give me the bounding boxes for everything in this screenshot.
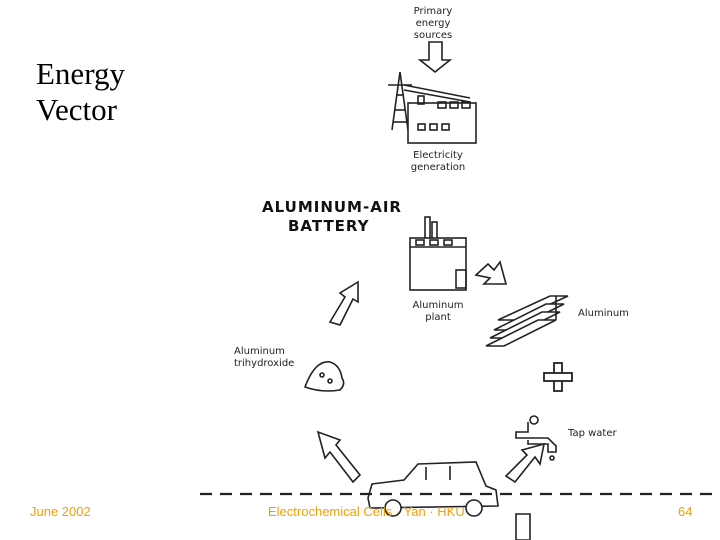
- curved-up-arrow-icon: [316, 430, 362, 484]
- trihydroxide-label: Aluminum trihydroxide: [234, 346, 295, 369]
- electricity-generation-label: Electricity generation: [410, 150, 466, 173]
- plus-icon: [543, 362, 573, 392]
- curved-down-arrow-icon: [504, 442, 546, 484]
- title-line-1: Energy: [36, 56, 125, 91]
- footer-center-text: Electrochemical Cells · Yan · HKU: [268, 504, 465, 519]
- footer-date: June 2002: [30, 504, 91, 519]
- curved-up-arrow-icon: [328, 280, 359, 326]
- primary-sources-label: Primary energy sources: [413, 6, 453, 41]
- slide-title: Energy Vector: [36, 56, 125, 128]
- arrow-stub-icon: [515, 513, 531, 540]
- title-line-2: Vector: [36, 92, 117, 127]
- aluminum-plant-label: Aluminum plant: [412, 300, 464, 323]
- battery-heading: ALUMINUM-AIR BATTERY: [262, 198, 402, 235]
- aluminum-plant-icon: [409, 216, 467, 291]
- tap-water-label: Tap water: [568, 428, 617, 439]
- power-plant-icon: [388, 71, 477, 144]
- car-icon: [367, 461, 499, 517]
- trihydroxide-pile-icon: [303, 361, 345, 392]
- down-arrow-icon: [417, 41, 453, 74]
- diagonal-arrow-icon: [474, 260, 508, 285]
- aluminum-plates-icon: [485, 295, 569, 347]
- footer-page-number: 64: [678, 504, 693, 519]
- aluminum-label: Aluminum: [578, 308, 629, 319]
